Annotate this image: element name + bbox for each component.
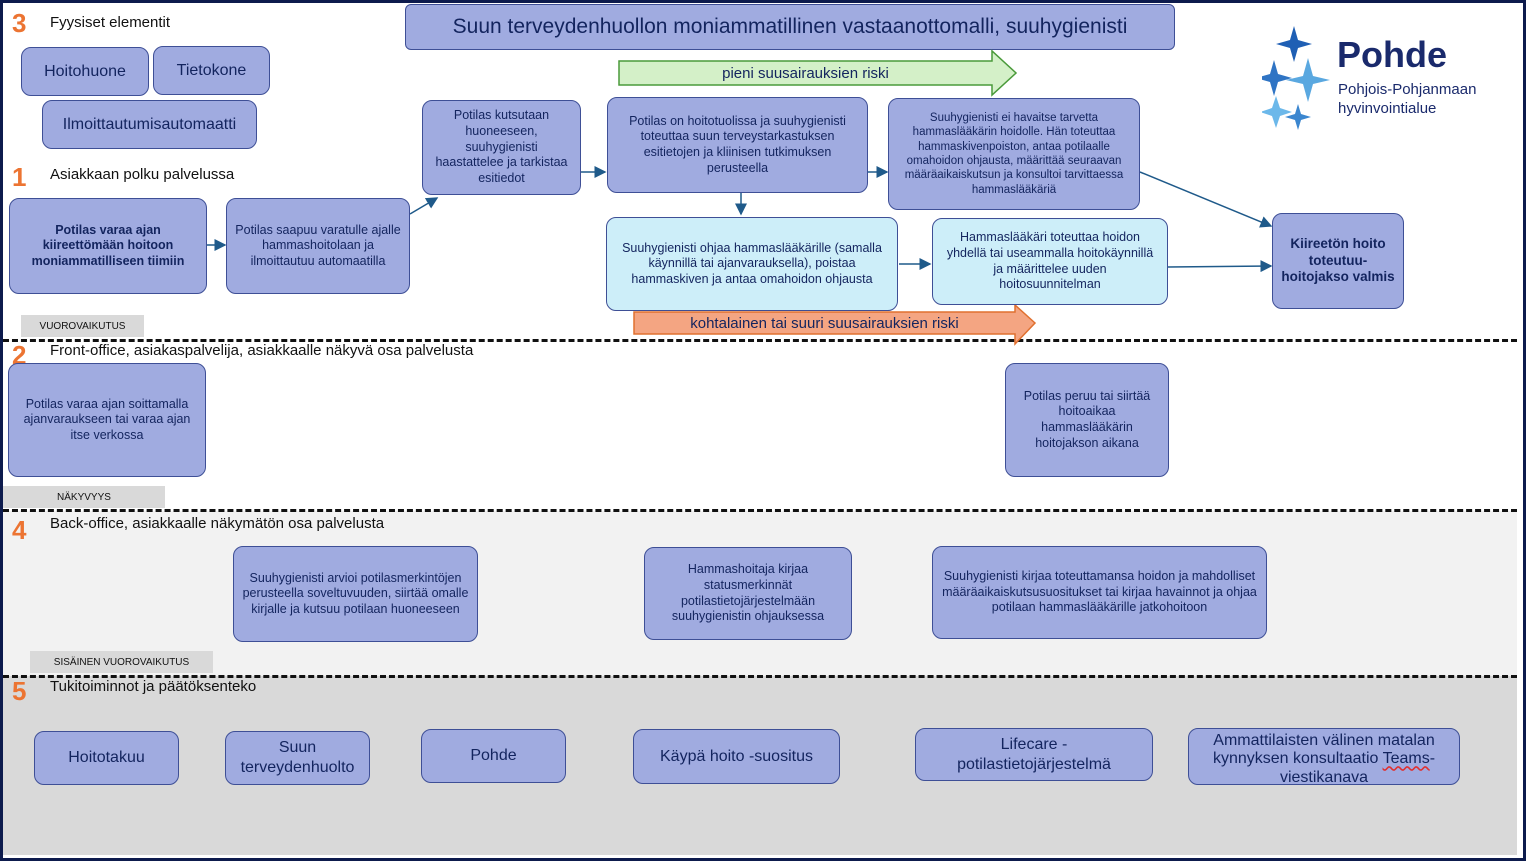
connector-p2-p3: [409, 197, 439, 215]
path-step-examination: Potilas on hoitotuolissa ja suuhygienist…: [607, 97, 868, 193]
path-step-refer-dentist: Suuhygienisti ohjaa hammaslääkärille (sa…: [606, 217, 898, 311]
tag-visibility: NÄKYVYYS: [3, 486, 165, 508]
logo-name: Pohde: [1337, 34, 1448, 75]
section-number-1: 1: [12, 162, 27, 192]
section-number-4: 4: [12, 515, 27, 545]
path-step-care-complete: Kiireetön hoito toteutuu- hoitojakso val…: [1272, 213, 1404, 309]
logo-subtitle-2: hyvinvointialue: [1338, 100, 1437, 117]
front-cancel-reschedule: Potilas peruu tai siirtää hoitoaikaa ham…: [1005, 363, 1169, 477]
tag-interaction: VUOROVAIKUTUS: [21, 315, 144, 337]
support-teams-text-2: Teams: [1382, 750, 1430, 768]
back-record-status: Hammashoitaja kirjaa statusmerkinnät pot…: [644, 547, 852, 640]
support-oral-healthcare: Suun terveydenhuolto: [225, 731, 370, 785]
section-heading-front-office: Front-office, asiakaspalvelija, asiakkaa…: [50, 342, 474, 359]
front-booking: Potilas varaa ajan soittamalla ajanvarau…: [8, 363, 206, 477]
support-current-care-guideline: Käypä hoito -suositus: [633, 729, 840, 784]
path-step-dentist-treatment: Hammaslääkäri toteuttaa hoidon yhdellä t…: [932, 218, 1168, 305]
high-risk-arrow: [633, 303, 1037, 346]
path-step-arrive-checkin: Potilas saapuu varatulle ajalle hammasho…: [226, 198, 410, 294]
section-number-3: 3: [12, 8, 27, 38]
physical-treatment-room: Hoitohuone: [21, 47, 149, 96]
tag-internal-interaction: SISÄINEN VUOROVAIKUTUS: [30, 651, 213, 673]
line-of-internal-interaction: [3, 675, 1517, 678]
support-teams-text-3: -viestikanava: [1279, 750, 1436, 786]
path-step-book-appointment: Potilas varaa ajan kiireettömään hoitoon…: [9, 198, 207, 294]
pohde-star-icon: [1262, 26, 1330, 130]
connector-p7-p8: [1167, 260, 1273, 273]
section-heading-physical: Fyysiset elementit: [50, 14, 171, 31]
diagram-title: Suun terveydenhuollon moniammatillinen v…: [405, 4, 1175, 50]
low-risk-arrow: [618, 49, 1018, 97]
back-record-treatment: Suuhygienisti kirjaa toteuttamansa hoido…: [932, 546, 1267, 639]
line-of-visibility: [3, 509, 1517, 512]
path-step-no-dentist-needed: Suuhygienisti ei havaitse tarvetta hamma…: [888, 98, 1140, 210]
back-assess-suitability: Suuhygienisti arvioi potilasmerkintöjen …: [233, 546, 478, 642]
logo-subtitle-1: Pohjois-Pohjanmaan: [1338, 81, 1477, 98]
section-heading-customer-path: Asiakkaan polku palvelussa: [50, 166, 235, 183]
support-care-guarantee: Hoitotakuu: [34, 731, 179, 785]
section-heading-support: Tukitoiminnot ja päätöksenteko: [50, 678, 257, 695]
pohde-logo: Pohde Pohjois-Pohjanmaan hyvinvointialue: [1262, 24, 1502, 134]
high-risk-label: kohtalainen tai suuri suusairauksien ris…: [690, 314, 959, 332]
connector-p5-p8: [1139, 171, 1273, 228]
path-step-called-in: Potilas kutsutaan huoneeseen, suuhygieni…: [422, 100, 581, 195]
support-teams-text-1: Ammattilaisten välinen matalan kynnyksen…: [1212, 732, 1435, 768]
physical-checkin-kiosk: Ilmoittautumisautomaatti: [42, 100, 257, 149]
section-number-5: 5: [12, 676, 27, 706]
section-heading-back-office: Back-office, asiakkaalle näkymätön osa p…: [50, 515, 385, 532]
section-number-2: 2: [12, 340, 27, 370]
physical-computer: Tietokone: [153, 46, 270, 95]
support-lifecare-system: Lifecare - potilastietojärjestelmä: [915, 728, 1153, 781]
low-risk-label: pieni suusairauksien riski: [722, 64, 889, 82]
support-pohde: Pohde: [421, 729, 566, 783]
support-teams-consultation: Ammattilaisten välinen matalan kynnyksen…: [1188, 728, 1460, 786]
line-of-interaction: [3, 339, 1517, 342]
